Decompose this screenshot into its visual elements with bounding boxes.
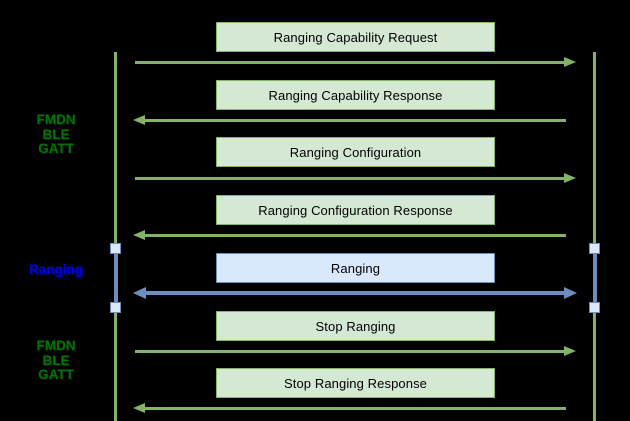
phase-label-line: FMDN xyxy=(36,338,76,353)
arrowhead-right-icon xyxy=(564,345,576,356)
message-box: Ranging Capability Request xyxy=(216,22,495,52)
activation-square xyxy=(110,301,121,313)
message-arrow xyxy=(145,291,564,295)
message-box: Ranging Configuration Response xyxy=(216,195,495,225)
lifeline-left xyxy=(114,52,117,421)
message-arrow xyxy=(144,406,566,410)
message-arrow xyxy=(135,176,564,180)
ranging-active-segment xyxy=(592,248,597,307)
phase-label-line: Ranging xyxy=(29,262,83,277)
message-arrow xyxy=(135,349,564,353)
message-box: Ranging xyxy=(216,253,495,283)
phase-label-line: GATT xyxy=(38,367,74,382)
arrowhead-left-icon xyxy=(133,402,145,413)
arrowhead-left-icon xyxy=(133,229,145,240)
activation-square xyxy=(589,301,600,313)
message-arrow xyxy=(144,233,566,237)
arrowhead-left-icon xyxy=(133,286,146,299)
message-box: Stop Ranging Response xyxy=(216,368,495,398)
arrowhead-left-icon xyxy=(133,114,145,125)
message-arrow xyxy=(144,118,566,122)
message-arrow xyxy=(135,60,564,64)
message-box: Ranging Capability Response xyxy=(216,80,495,110)
message-box: Stop Ranging xyxy=(216,311,495,341)
message-box: Ranging Configuration xyxy=(216,137,495,167)
phase-label-line: GATT xyxy=(38,141,74,156)
phase-label-line: BLE xyxy=(42,126,70,142)
activation-square xyxy=(589,242,600,254)
activation-square xyxy=(110,242,121,254)
arrowhead-right-icon xyxy=(564,286,577,299)
lifeline-right xyxy=(593,52,596,421)
ranging-active-segment xyxy=(113,248,118,307)
arrowhead-right-icon xyxy=(564,172,576,183)
phase-label-line: FMDN xyxy=(36,112,76,127)
phase-label-line: BLE xyxy=(42,352,70,368)
phase-label-ranging: Ranging xyxy=(10,262,102,278)
arrowhead-right-icon xyxy=(564,56,576,67)
